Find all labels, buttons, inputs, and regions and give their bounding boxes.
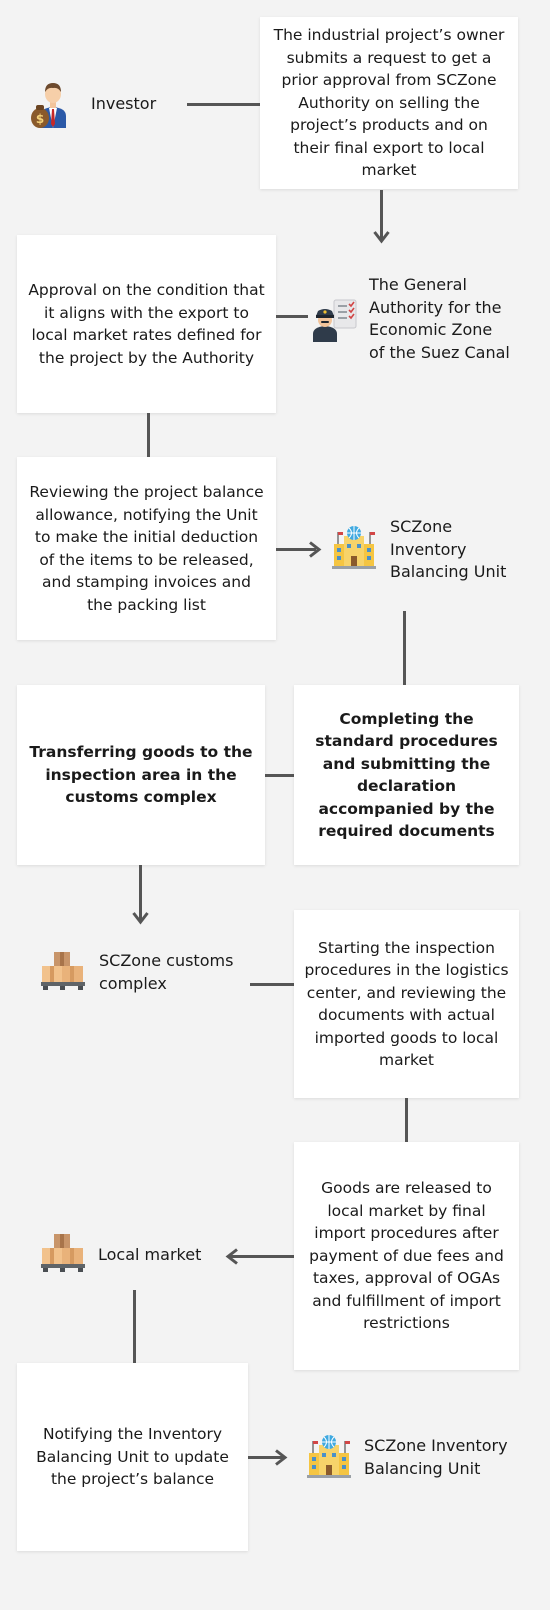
customs-complex-label: SCZone customs complex: [99, 951, 234, 993]
investor-label: Investor: [91, 94, 157, 113]
connector-procedures-transfer: [265, 774, 294, 777]
arrow-right-icon: [274, 1449, 288, 1466]
boxes-pallet-icon: [40, 950, 86, 996]
investor-icon: $: [30, 80, 76, 132]
step-review-balance: Reviewing the project balance allowance,…: [17, 457, 276, 640]
balancing-unit-label-2: SCZone Inventory Balancing Unit: [364, 1436, 508, 1478]
connector-request-authority: [380, 190, 383, 240]
step-release-goods: Goods are released to local market by fi…: [294, 1142, 519, 1370]
local-market-label: Local market: [98, 1245, 202, 1264]
balancing-unit-label: SCZone Inventory Balancing Unit: [390, 517, 507, 581]
step-complete-procedures: Completing the standard procedures and s…: [294, 685, 519, 865]
step-notify-unit: Notifying the Inventory Balancing Unit t…: [17, 1363, 248, 1551]
arrow-left-icon: [225, 1248, 239, 1265]
connector-approval-review: [147, 413, 150, 457]
step-inspection: Starting the inspection procedures in th…: [294, 910, 519, 1098]
connector-customs-inspection: [250, 983, 294, 986]
connector-review-unit: [276, 548, 316, 551]
step-submit-request: The industrial project’s owner submits a…: [260, 17, 518, 189]
building-globe-icon: [330, 524, 378, 574]
step-transfer-goods: Transferring goods to the inspection are…: [17, 685, 265, 865]
connector-market-notify: [133, 1290, 136, 1363]
arrow-down-icon: [373, 230, 390, 244]
connector-approval-authority: [276, 315, 308, 318]
boxes-pallet-icon: [40, 1232, 86, 1278]
connector-inspection-release: [405, 1098, 408, 1142]
connector-investor-request: [187, 103, 260, 106]
officer-icon: [310, 298, 358, 346]
connector-unit-procedures: [403, 611, 406, 685]
authority-label: The General Authority for the Economic Z…: [369, 275, 510, 362]
step-approval: Approval on the condition that it aligns…: [17, 235, 276, 413]
svg-text:$: $: [36, 112, 44, 126]
connector-release-market: [229, 1255, 294, 1258]
arrow-down-icon: [132, 911, 149, 925]
connector-transfer-customs: [139, 865, 142, 921]
arrow-right-icon: [308, 541, 322, 558]
building-globe-icon: [305, 1433, 353, 1483]
connector-notify-unit: [248, 1456, 284, 1459]
